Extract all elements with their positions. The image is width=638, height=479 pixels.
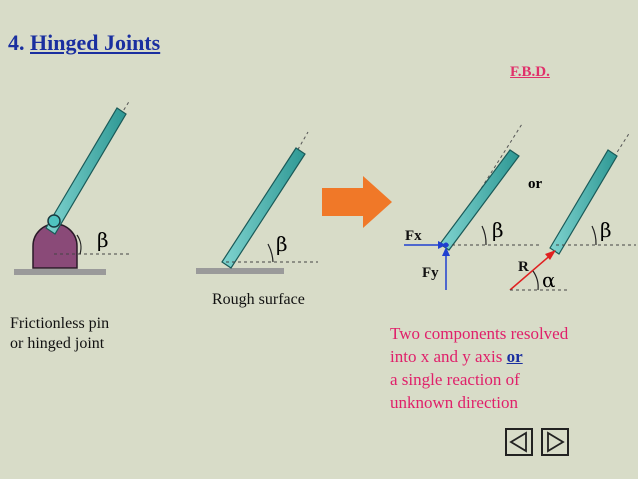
rod-fbd1 bbox=[439, 149, 520, 251]
beta-symbol-fbd1: β bbox=[492, 218, 504, 242]
title-text: Hinged Joints bbox=[30, 30, 161, 55]
fy-label: Fy bbox=[422, 265, 439, 281]
caption-pin-joint: Frictionless pin or hinged joint bbox=[10, 314, 109, 354]
description-text: Two components resolved into x and y axi… bbox=[390, 322, 568, 414]
triangle-right-icon bbox=[547, 431, 565, 453]
beta-symbol-fbd2: β bbox=[600, 218, 612, 242]
angle-arc-rough bbox=[267, 243, 274, 263]
description-or: or bbox=[506, 347, 523, 366]
description-line3: a single reaction of bbox=[390, 370, 520, 389]
description-line2-text: into x and y axis bbox=[390, 347, 507, 366]
triangle-left-icon bbox=[509, 431, 527, 453]
rough-surface-figure bbox=[196, 131, 318, 274]
angle-arc-r bbox=[532, 270, 539, 291]
fbd-components-figure bbox=[404, 123, 540, 290]
pin-circle bbox=[47, 214, 61, 228]
prev-slide-button[interactable] bbox=[505, 428, 533, 456]
or-label: or bbox=[528, 176, 543, 192]
r-label: R bbox=[518, 259, 529, 275]
angle-arc-fbd2 bbox=[591, 225, 597, 246]
r-arrowhead-icon bbox=[545, 250, 556, 260]
fy-arrowhead-icon bbox=[442, 247, 450, 256]
title-number: 4. bbox=[8, 30, 25, 55]
beta-symbol-rough: β bbox=[276, 232, 288, 256]
ground-rough bbox=[196, 268, 284, 274]
angle-arc-pin bbox=[76, 234, 82, 255]
rod-pin bbox=[45, 107, 127, 235]
fbd-reaction-figure bbox=[509, 131, 636, 291]
fx-label: Fx bbox=[405, 228, 422, 244]
description-line4: unknown direction bbox=[390, 393, 518, 412]
transition-arrow-icon bbox=[322, 176, 392, 228]
fx-arrowhead-icon bbox=[438, 241, 446, 249]
alpha-symbol: α bbox=[542, 268, 556, 292]
angle-arc-fbd1 bbox=[481, 225, 487, 246]
description-line1: Two components resolved bbox=[390, 324, 569, 343]
rod-fbd2 bbox=[549, 149, 618, 255]
pin-joint-figure bbox=[14, 99, 131, 275]
ground-pin bbox=[14, 269, 106, 275]
r-force-line bbox=[509, 252, 554, 291]
caption-pin-line1: Frictionless pin bbox=[10, 315, 110, 332]
joint-point bbox=[443, 242, 449, 248]
rod-rough bbox=[221, 147, 306, 269]
caption-pin-line2: or hinged joint bbox=[10, 335, 105, 352]
caption-rough-surface: Rough surface bbox=[212, 291, 305, 308]
page-title: 4. Hinged Joints bbox=[8, 30, 160, 56]
next-slide-button[interactable] bbox=[541, 428, 569, 456]
description-line2: into x and y axis or bbox=[390, 345, 568, 368]
fbd-label: F.B.D. bbox=[510, 64, 550, 80]
beta-symbol-pin: β bbox=[97, 228, 109, 252]
